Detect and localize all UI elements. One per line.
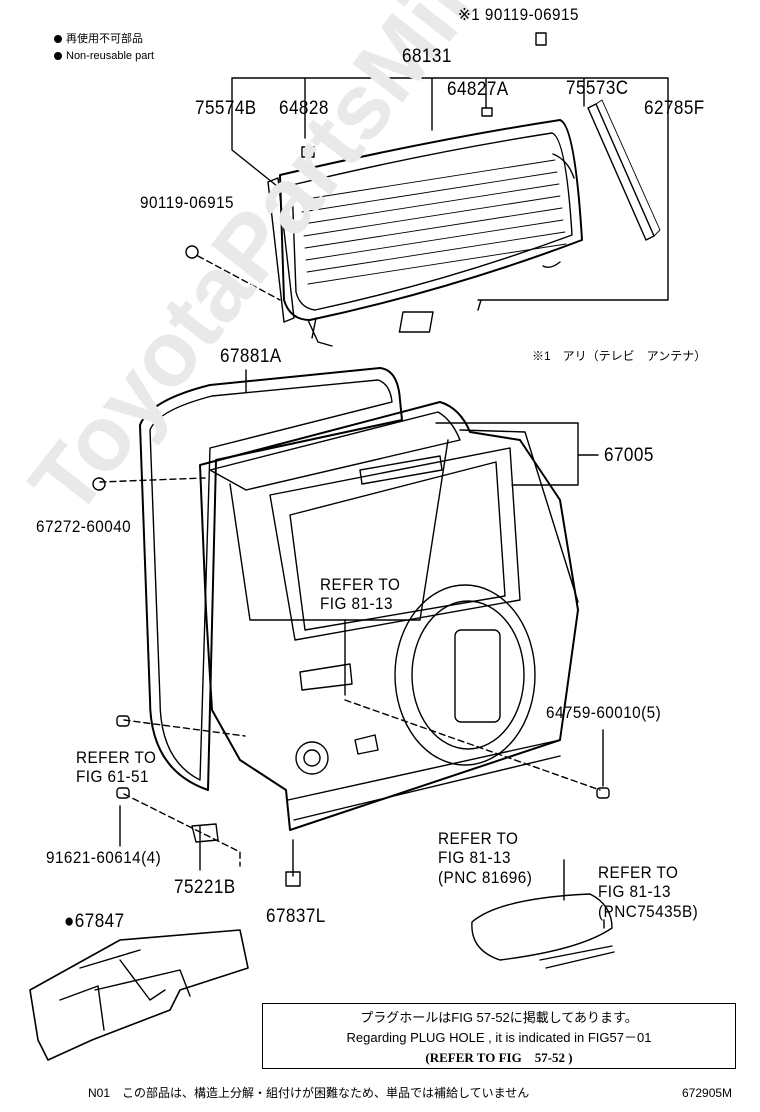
label-67847[interactable]: ●67847 xyxy=(64,911,125,932)
label-67272[interactable]: 67272-60040 xyxy=(36,517,132,536)
label-90119-left[interactable]: 90119-06915 xyxy=(140,193,235,212)
back-door-outline xyxy=(199,401,579,831)
bullet-icon xyxy=(54,52,62,61)
note-line-refer: (REFER TO FIG 57-52 ) xyxy=(425,1050,573,1065)
refer-pnc-75435b-line3[interactable]: (PNC75435B) xyxy=(598,902,699,921)
refer-pnc-81696-line2[interactable]: FIG 81-13 xyxy=(438,848,511,867)
note-line-jp: プラグホールはFIG 57-52に掲載してあります。 xyxy=(360,1010,638,1025)
label-75573c[interactable]: 75573C xyxy=(566,78,629,99)
refer-pnc-81696-line1[interactable]: REFER TO xyxy=(438,829,519,848)
diagram-code: 672905M xyxy=(682,1086,733,1100)
label-90119-top[interactable]: ※1 90119-06915 xyxy=(458,5,579,24)
label-91621[interactable]: 91621-60614(4) xyxy=(46,848,162,867)
label-64827a[interactable]: 64827A xyxy=(447,79,509,100)
lower-trim-panel-outline xyxy=(29,929,249,1061)
weatherstrip-outline xyxy=(139,367,403,791)
label-62785f[interactable]: 62785F xyxy=(644,98,705,119)
refer-pnc-75435b-line2[interactable]: FIG 81-13 xyxy=(598,882,671,901)
antenna-note: ※1 アリ（テレビ アンテナ） xyxy=(532,349,707,363)
footer-note: N01 この部品は、構造上分解・組付けが困難なため、単品では補給していません xyxy=(88,1086,530,1100)
label-75574b[interactable]: 75574B xyxy=(195,98,257,119)
refer-fig-81-13-line1[interactable]: REFER TO xyxy=(320,575,401,594)
label-67005[interactable]: 67005 xyxy=(604,445,654,466)
legend-jp: 再使用不可部品 xyxy=(54,34,143,45)
label-67837l[interactable]: 67837L xyxy=(266,906,326,927)
refer-fig-81-13-line2[interactable]: FIG 81-13 xyxy=(320,594,393,613)
label-64828[interactable]: 64828 xyxy=(279,98,329,119)
bullet-icon xyxy=(54,35,62,44)
label-64759[interactable]: 64759-60010(5) xyxy=(546,703,662,722)
note-line-en: Regarding PLUG HOLE , it is indicated in… xyxy=(346,1030,652,1045)
label-68131[interactable]: 68131 xyxy=(402,46,452,67)
refer-fig-61-51-line2[interactable]: FIG 61-51 xyxy=(76,767,149,786)
refer-pnc-75435b-line1[interactable]: REFER TO xyxy=(598,863,679,882)
label-75221b[interactable]: 75221B xyxy=(174,877,236,898)
rear-glass-outline xyxy=(279,119,583,321)
plug-hole-note-box: プラグホールはFIG 57-52に掲載してあります。 Regarding PLU… xyxy=(262,1003,736,1069)
legend-en: Non-reusable part xyxy=(54,51,154,62)
label-67881a[interactable]: 67881A xyxy=(220,346,282,367)
refer-fig-61-51-line1[interactable]: REFER TO xyxy=(76,748,157,767)
refer-pnc-81696-line3[interactable]: (PNC 81696) xyxy=(438,868,533,887)
